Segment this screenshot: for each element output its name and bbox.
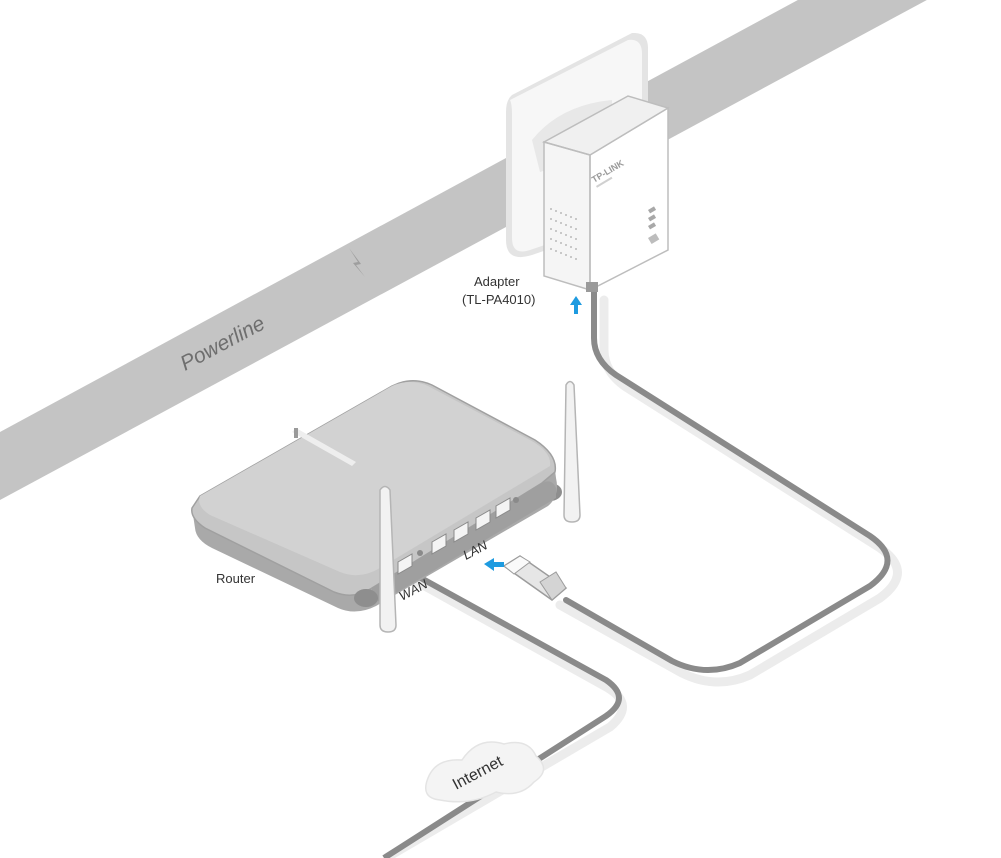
wan-cable bbox=[382, 569, 622, 858]
pair-button bbox=[648, 233, 660, 245]
led-power bbox=[648, 206, 657, 214]
powerline-band bbox=[0, 0, 927, 500]
router bbox=[191, 380, 581, 633]
router-label: Router bbox=[216, 571, 256, 586]
lan-port-4 bbox=[495, 497, 511, 519]
lan-port-2 bbox=[453, 521, 469, 543]
lan-port-1 bbox=[431, 533, 447, 555]
led-ethernet bbox=[648, 222, 657, 230]
lightning-icon bbox=[349, 248, 365, 277]
arrow-left-icon bbox=[484, 558, 504, 571]
cloud-icon bbox=[425, 741, 545, 803]
wan-port bbox=[397, 553, 413, 575]
adapter-label: Adapter bbox=[474, 274, 520, 289]
arrow-up-icon bbox=[570, 296, 582, 314]
lan-port-3 bbox=[475, 509, 491, 531]
adapter-model-label: (TL-PA4010) bbox=[462, 292, 535, 307]
led-powerline bbox=[648, 214, 657, 222]
adapter-cable bbox=[563, 287, 891, 674]
ethernet-plug bbox=[502, 555, 568, 601]
powerline-adapter: TP-LINK bbox=[542, 95, 670, 292]
wan-cable-shadow bbox=[383, 576, 627, 858]
